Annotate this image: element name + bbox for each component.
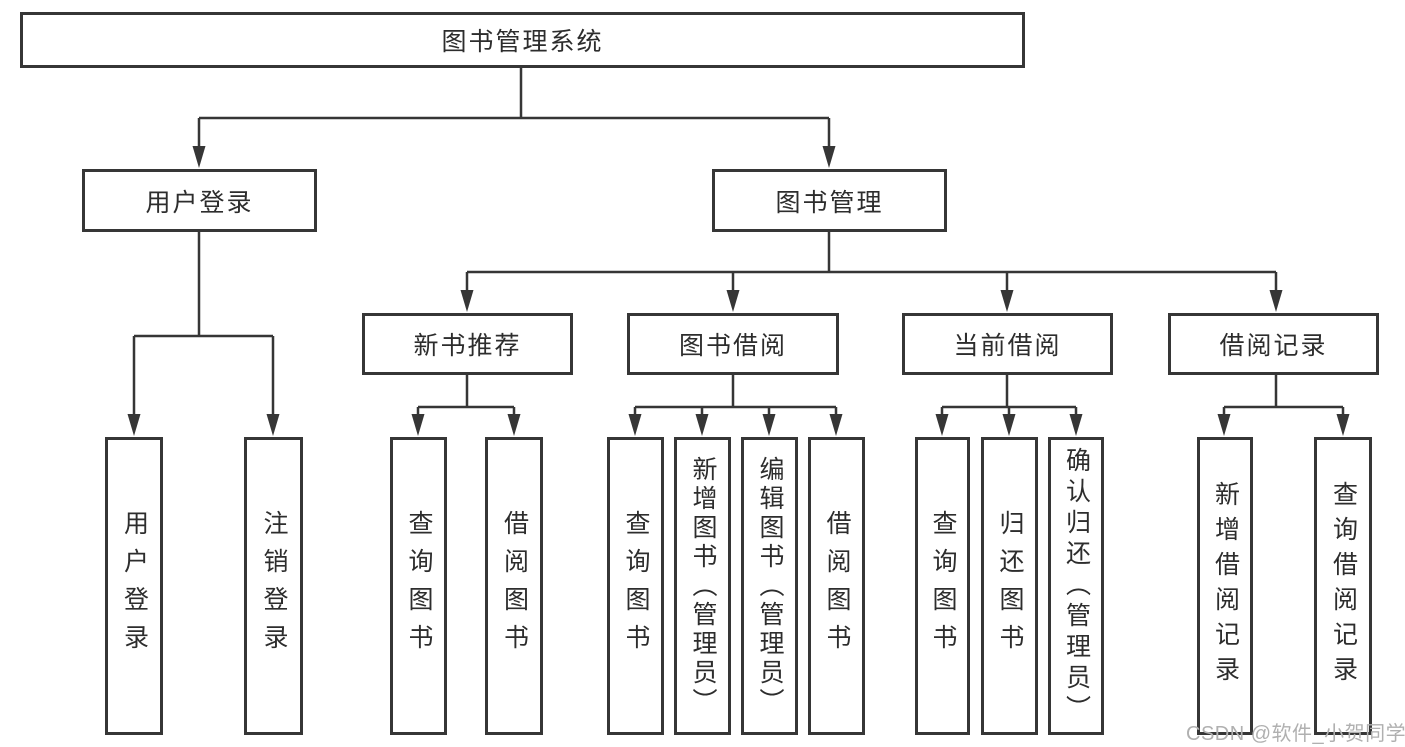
- leaf-user-login: 用户登录: [105, 437, 163, 735]
- leaf-return-book: 归还图书: [981, 437, 1038, 735]
- leaf-borrow-book-recommend: 借阅图书: [485, 437, 543, 735]
- node-borrow-records: 借阅记录: [1168, 313, 1379, 375]
- leaf-query-book-recommend: 查询图书: [390, 437, 447, 735]
- leaf-query-borrow-record-label: 查询借阅记录: [1329, 481, 1358, 691]
- leaf-add-book-admin: 新增图书（管理员）: [674, 437, 731, 735]
- leaf-borrow-book-recommend-label: 借阅图书: [500, 510, 529, 662]
- leaf-logout-label: 注销登录: [260, 510, 288, 662]
- leaf-user-login-label: 用户登录: [120, 510, 149, 662]
- leaf-borrow-book: 借阅图书: [808, 437, 865, 735]
- csdn-watermark: CSDN @软件_小贺同学: [1186, 723, 1405, 745]
- leaf-borrow-book-label: 借阅图书: [823, 510, 851, 662]
- node-library-management-system: 图书管理系统: [20, 12, 1025, 68]
- node-current-borrow: 当前借阅: [902, 313, 1113, 375]
- leaf-query-book-current: 查询图书: [915, 437, 970, 735]
- leaf-query-book-recommend-label: 查询图书: [405, 510, 433, 662]
- leaf-confirm-return-admin: 确认归还（管理员）: [1048, 437, 1104, 735]
- node-book-borrow: 图书借阅: [627, 313, 839, 375]
- leaf-add-borrow-record-label: 新增借阅记录: [1211, 481, 1240, 691]
- leaf-query-borrow-record: 查询借阅记录: [1314, 437, 1372, 735]
- node-user-login: 用户登录: [82, 169, 317, 232]
- leaf-edit-book-admin-label: 编辑图书（管理员）: [756, 455, 784, 717]
- node-new-book-recommend: 新书推荐: [362, 313, 573, 375]
- leaf-query-book-current-label: 查询图书: [929, 510, 957, 662]
- leaf-query-book-borrow-label: 查询图书: [622, 510, 650, 662]
- leaf-edit-book-admin: 编辑图书（管理员）: [741, 437, 798, 735]
- leaf-add-borrow-record: 新增借阅记录: [1197, 437, 1253, 735]
- leaf-query-book-borrow: 查询图书: [607, 437, 664, 735]
- leaf-return-book-label: 归还图书: [996, 510, 1024, 662]
- leaf-add-book-admin-label: 新增图书（管理员）: [689, 455, 717, 717]
- node-book-management: 图书管理: [712, 169, 947, 232]
- leaf-logout: 注销登录: [244, 437, 303, 735]
- leaf-confirm-return-admin-label: 确认归还（管理员）: [1062, 446, 1091, 726]
